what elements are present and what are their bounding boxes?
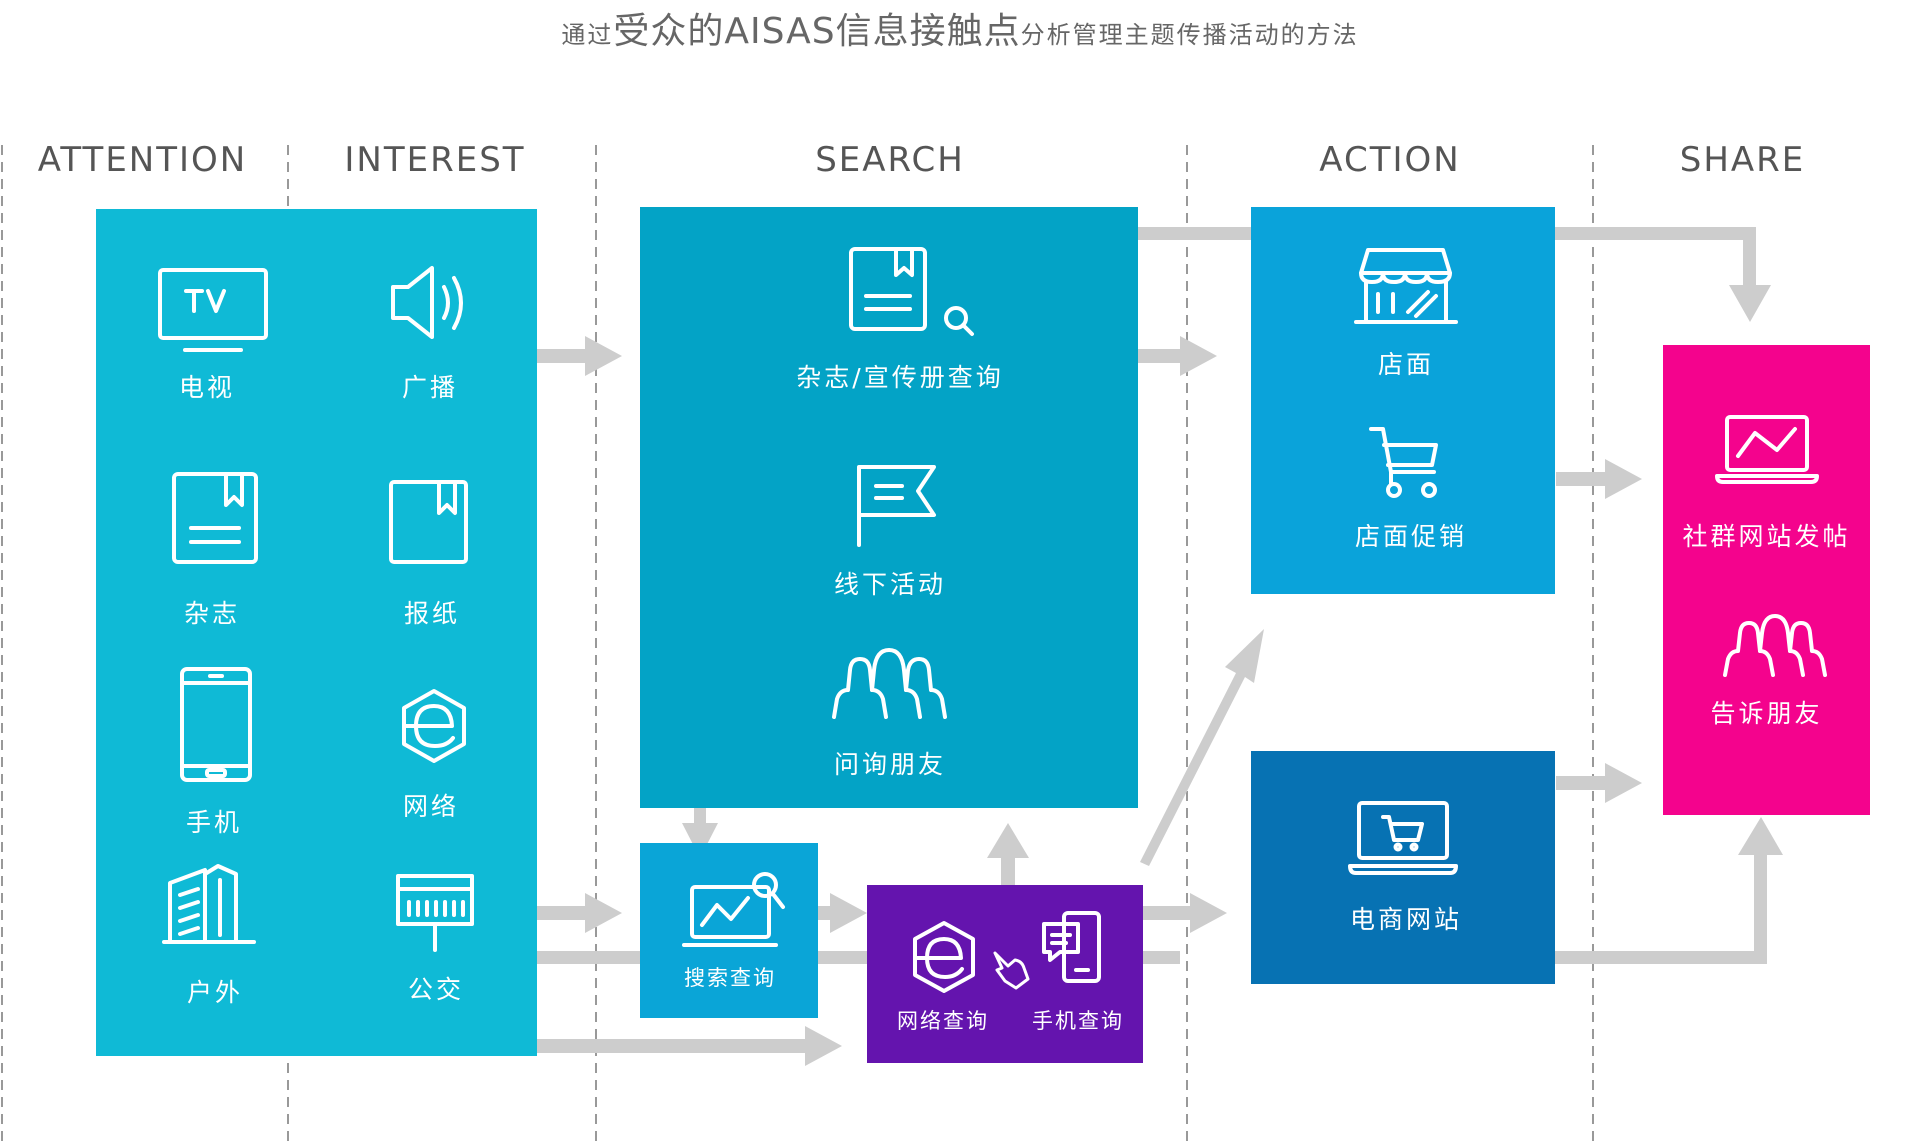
- outdoor-building-icon: [162, 864, 256, 944]
- label-store: 店面: [1377, 350, 1434, 379]
- label-mobile-query: 手机查询: [1032, 1009, 1124, 1033]
- arrow-query-to-store: [1140, 629, 1264, 866]
- arrow-ecommerce-to-share: [1556, 763, 1642, 803]
- internet-icon: [402, 689, 466, 763]
- stage-action: ACTION: [1319, 140, 1461, 180]
- arrow-shaft-top: [1135, 227, 1255, 240]
- magazine-icon: [172, 472, 258, 564]
- storefront-icon: [1354, 248, 1458, 324]
- mobile-chat-icon: [1042, 911, 1101, 983]
- label-ecommerce: 电商网站: [1349, 905, 1462, 934]
- label-brochure-query: 杂志/宣传册查询: [796, 363, 1004, 392]
- label-offline-event: 线下活动: [833, 570, 946, 599]
- title-suffix: 分析管理主题传播活动的方法: [1020, 21, 1359, 49]
- arrow-search-to-store: [1138, 336, 1217, 376]
- label-web-query: 网络查询: [897, 1009, 989, 1033]
- label-search-engine: 搜索查询: [684, 966, 776, 990]
- internet-icon: [913, 921, 975, 993]
- label-outdoor: 户外: [186, 978, 243, 1007]
- arrow-interest-to-query: [537, 1026, 842, 1066]
- label-ask-friends: 问询朋友: [833, 750, 946, 779]
- newspaper-icon: [389, 480, 468, 564]
- arrow-engine-to-query: [818, 893, 867, 933]
- title-main: 受众的AISAS信息接触点: [613, 11, 1021, 52]
- label-mobile: 手机: [185, 808, 242, 837]
- page-title: 通过受众的AISAS信息接触点分析管理主题传播活动的方法: [0, 2, 1920, 54]
- panel-search-engine: [640, 843, 818, 1018]
- label-bus: 公交: [407, 975, 464, 1004]
- label-tell-friends: 告诉朋友: [1710, 699, 1823, 728]
- label-magazine: 杂志: [183, 599, 240, 628]
- laptop-cart-icon: [1348, 801, 1458, 875]
- analytics-search-icon: [682, 872, 785, 947]
- arrow-ecommerce-up-to-share: [1555, 817, 1783, 964]
- laptop-chart-icon: [1715, 415, 1819, 484]
- mobile-phone-icon: [180, 667, 252, 782]
- panel-query: [867, 885, 1143, 1063]
- brochure-search-icon: [849, 247, 974, 336]
- friends-icon: [1723, 614, 1827, 677]
- arrow-store-down-to-share: [1555, 227, 1771, 322]
- arrow-interest-to-search: [537, 336, 622, 376]
- arrow-query-up-to-search: [987, 823, 1029, 885]
- stage-attention: ATTENTION: [37, 140, 248, 180]
- stage-search: SEARCH: [815, 140, 965, 180]
- title-prefix: 通过: [561, 21, 614, 49]
- label-internet: 网络: [402, 792, 459, 821]
- panel-share: [1663, 345, 1870, 815]
- shopping-cart-icon: [1369, 427, 1438, 498]
- speaker-icon: [391, 266, 463, 339]
- arrow-search-down-to-engine: [682, 808, 718, 858]
- label-social-post: 社群网站发帖: [1682, 522, 1851, 551]
- label-tv: 电视: [178, 373, 235, 402]
- tv-icon: [158, 268, 268, 352]
- arrow-query-to-ecommerce: [1143, 893, 1227, 933]
- flag-icon: [857, 465, 936, 547]
- arrow-store-to-share: [1556, 459, 1642, 499]
- people-icon: [832, 648, 947, 719]
- label-radio: 广播: [401, 373, 458, 402]
- label-store-promo: 店面促销: [1354, 522, 1467, 551]
- pointer-hand-icon: [993, 951, 1030, 990]
- stage-share: SHARE: [1679, 140, 1806, 180]
- stage-interest: INTEREST: [344, 140, 526, 180]
- bus-stop-icon: [396, 874, 474, 952]
- label-newspaper: 报纸: [403, 599, 460, 628]
- arrow-interest-to-engine: [537, 893, 622, 933]
